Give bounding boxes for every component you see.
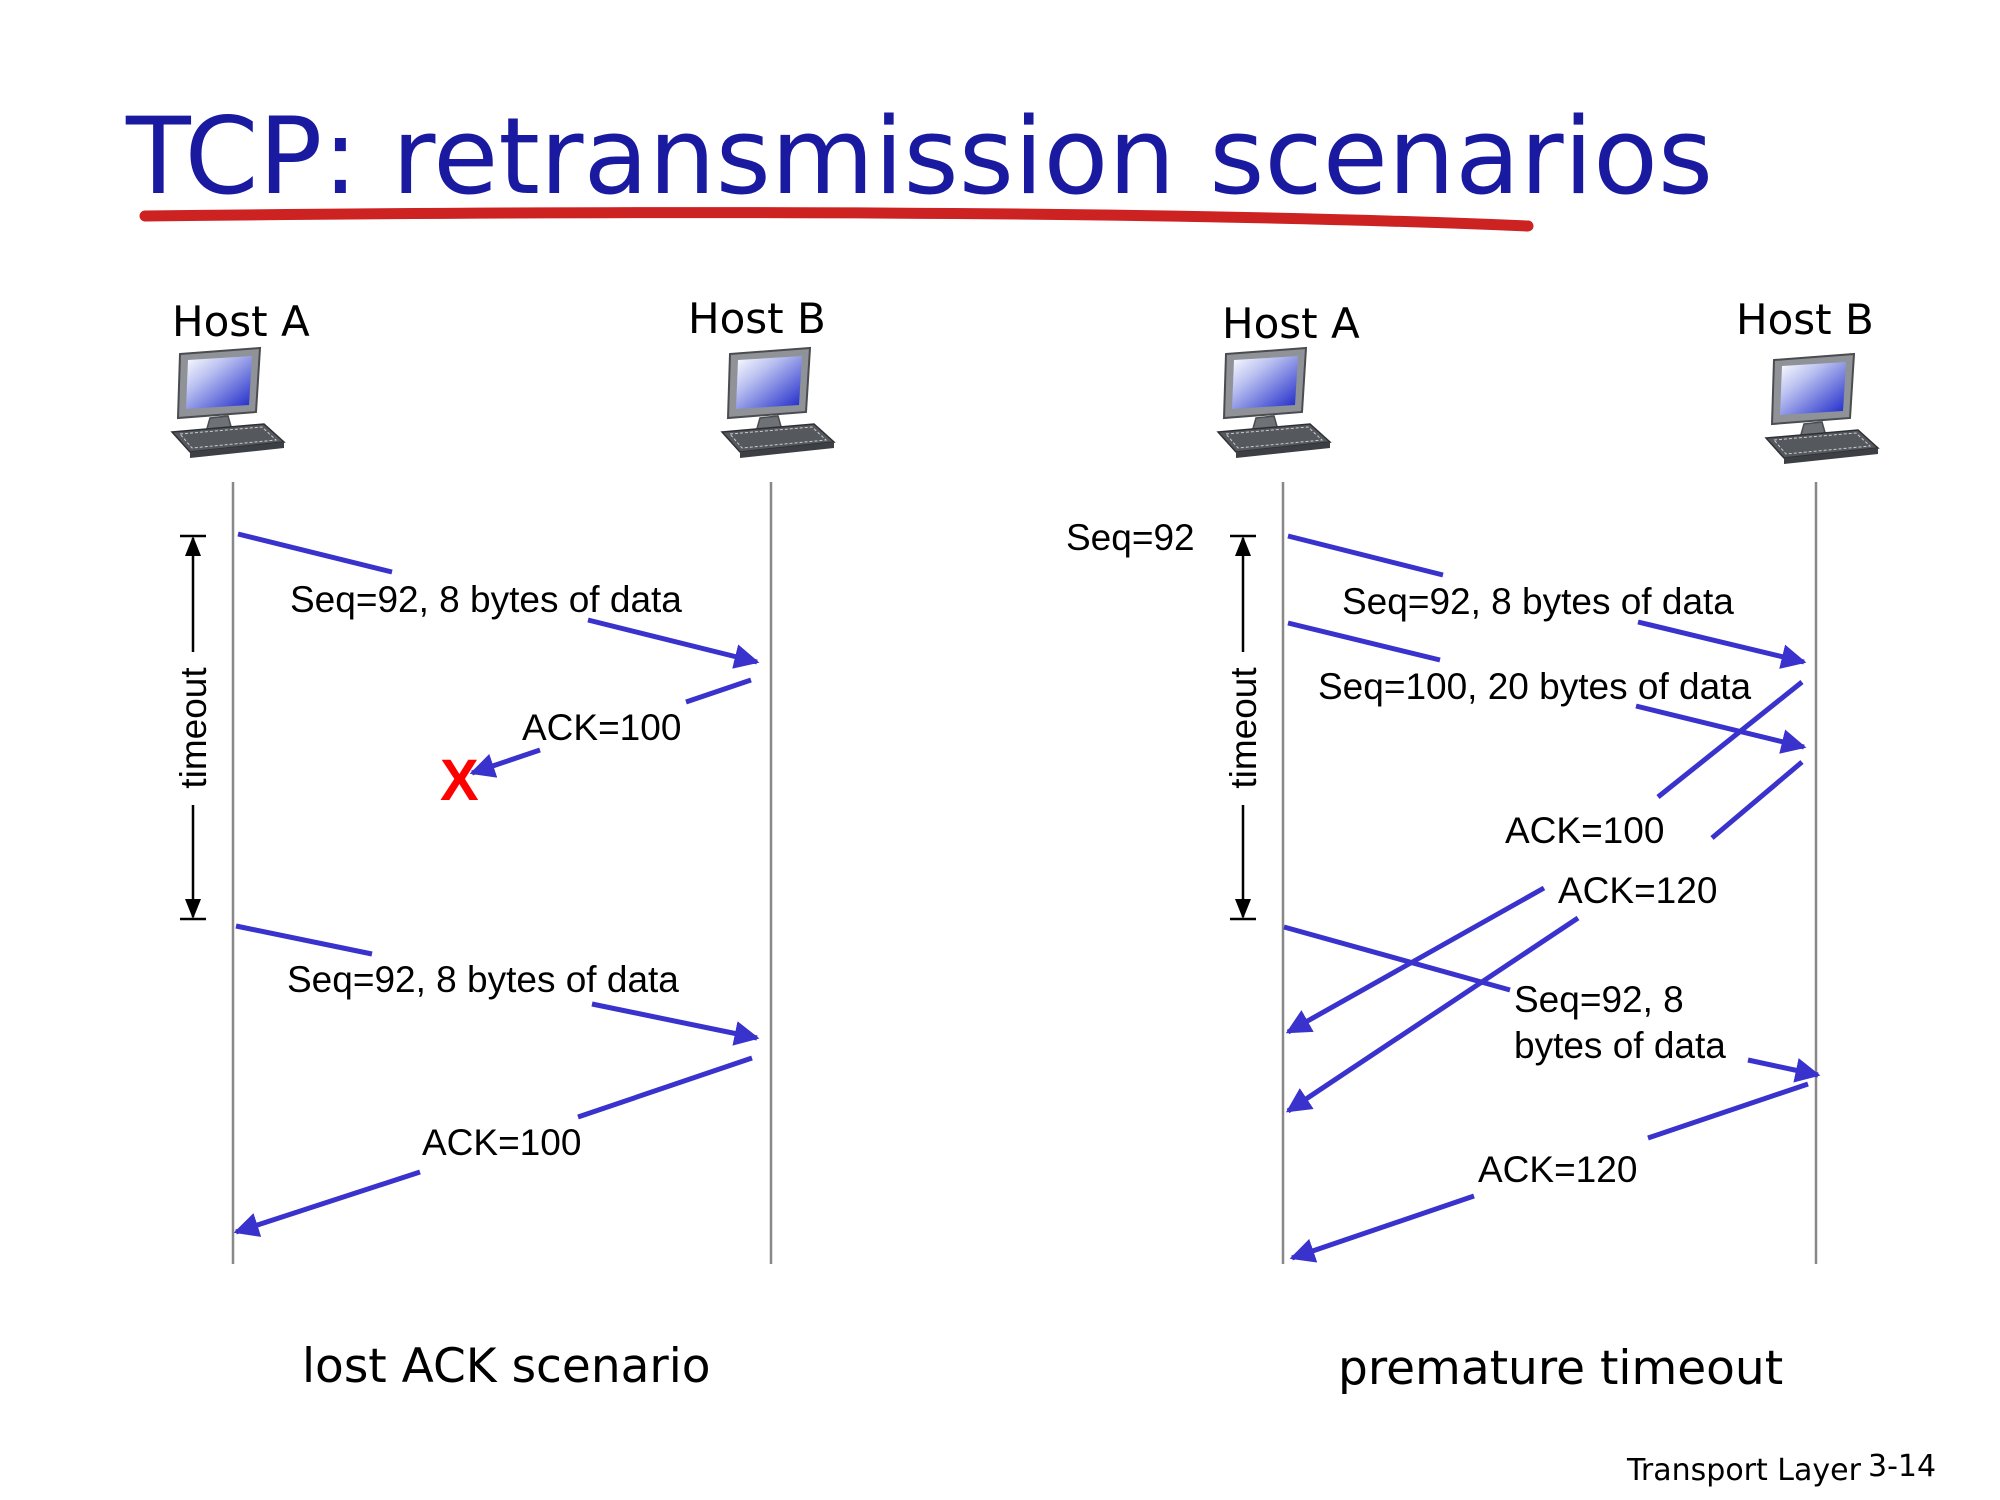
right-timer-label: Seq=92	[1066, 517, 1195, 558]
right-retransmit-seq92: Seq=92, 8 bytes of data	[1283, 924, 1821, 1083]
loss-x-marker: X	[440, 748, 479, 813]
right-ack3-label: ACK=120	[1478, 1149, 1637, 1190]
left-seg2-label: Seq=92, 8 bytes of data	[287, 959, 679, 1000]
right-host-b-computer-icon	[1765, 353, 1879, 465]
left-seg1-label: Seq=92, 8 bytes of data	[290, 579, 682, 620]
premature-timeout-diagram: Host A Host B Seq=92 timeout Seq=92, 8 b…	[1066, 295, 1879, 1396]
footer-page-number: 3-14	[1868, 1449, 1936, 1484]
title-underline	[139, 207, 1534, 232]
right-timeout-label: timeout	[1223, 667, 1264, 789]
right-ack1-label: ACK=100	[1505, 810, 1664, 851]
left-retransmit-seq92: Seq=92, 8 bytes of data	[235, 923, 760, 1046]
right-seg2-label: Seq=100, 20 bytes of data	[1318, 666, 1751, 707]
footer-section-label: Transport Layer	[1626, 1453, 1862, 1488]
left-lost-ack: ACK=100 X	[440, 677, 752, 813]
left-host-b-computer-icon	[721, 347, 835, 459]
right-seg3-label-line1: Seq=92, 8	[1514, 979, 1684, 1020]
right-host-b-label: Host B	[1736, 295, 1874, 344]
left-ack2-label: ACK=100	[422, 1122, 581, 1163]
left-caption: lost ACK scenario	[302, 1339, 711, 1394]
right-segment-seq100: Seq=100, 20 bytes of data	[1287, 620, 1807, 754]
right-ack-100: ACK=100	[1285, 680, 1804, 1035]
left-ack-100: ACK=100	[233, 1055, 753, 1237]
right-timeout-bracket: timeout	[1223, 534, 1264, 921]
right-seg3-label-line2: bytes of data	[1514, 1025, 1726, 1066]
slide-title: TCP: retransmission scenarios	[125, 95, 1713, 218]
right-ack2-label: ACK=120	[1558, 870, 1717, 911]
left-host-a-label: Host A	[172, 297, 310, 346]
right-ack-120-final: ACK=120	[1289, 1081, 1809, 1263]
left-host-b-label: Host B	[688, 294, 826, 343]
right-host-a-label: Host A	[1222, 299, 1360, 348]
left-timeout-bracket: timeout	[173, 534, 214, 921]
right-host-a-computer-icon	[1217, 347, 1331, 459]
left-timeout-label: timeout	[173, 667, 214, 789]
left-ack1-label: ACK=100	[522, 707, 681, 748]
right-segment-seq92: Seq=92, 8 bytes of data	[1287, 533, 1807, 669]
right-seg1-label: Seq=92, 8 bytes of data	[1342, 581, 1734, 622]
left-segment-seq92: Seq=92, 8 bytes of data	[237, 531, 760, 669]
right-caption: premature timeout	[1338, 1341, 1783, 1396]
lost-ack-diagram: Host A Host B timeout Seq=92, 8 bytes of…	[171, 294, 835, 1394]
right-ack-120: ACK=120	[1285, 760, 1804, 1114]
left-host-a-computer-icon	[171, 347, 285, 459]
